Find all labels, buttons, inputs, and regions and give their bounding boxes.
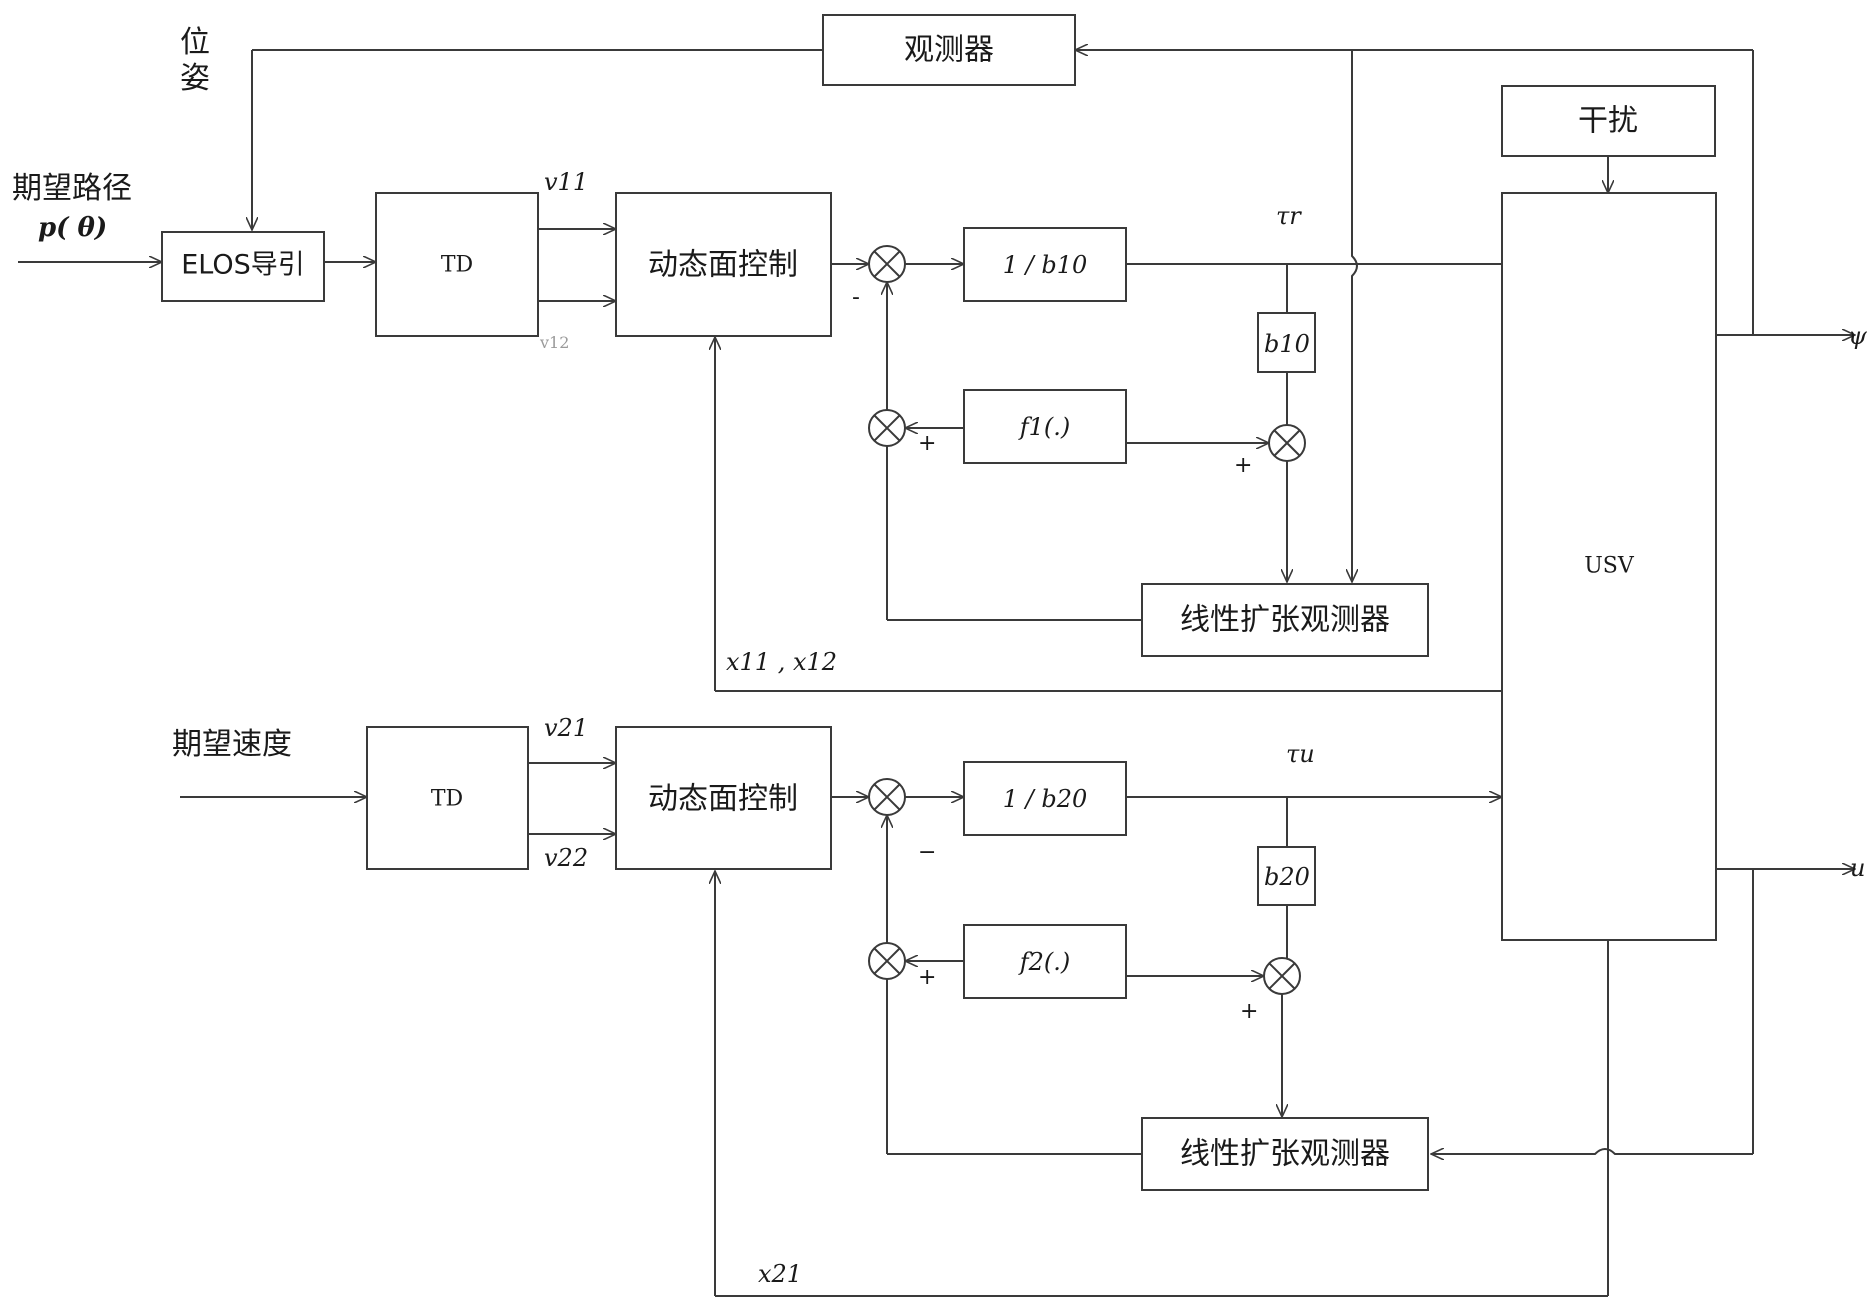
svg-text:b10: b10 — [1264, 330, 1310, 358]
desired-path-label: 期望路径 — [12, 171, 132, 206]
usv-box: USV — [1501, 192, 1717, 941]
f1-box: f1(.) — [963, 389, 1127, 464]
summing-junction-bottom-leso — [1263, 957, 1301, 995]
leso-box-top: 线性扩张观测器 — [1141, 583, 1429, 657]
x11-x12-label: x11 , x12 — [726, 648, 837, 676]
v12-label: v12 — [539, 333, 569, 352]
summing-junction-bottom-main — [868, 778, 906, 816]
summing-junction-bottom-feedback — [868, 942, 906, 980]
elos-guidance-box: ELOS导引 — [161, 231, 325, 302]
plus-sign-f2-right: + — [1240, 999, 1258, 1024]
pose-label-2: 姿 — [180, 61, 210, 96]
plus-sign-f1-right: + — [1234, 453, 1252, 478]
b10-box: b10 — [1257, 312, 1316, 373]
v22-label: v22 — [544, 844, 588, 872]
svg-text:TD: TD — [441, 253, 473, 278]
x21-label: x21 — [758, 1260, 802, 1288]
svg-text:干扰: 干扰 — [1578, 104, 1638, 139]
td-box-top: TD — [375, 192, 539, 337]
v21-label: v21 — [544, 714, 588, 742]
svg-text:1 / b20: 1 / b20 — [1003, 785, 1088, 813]
minus-sign-top: - — [852, 285, 860, 310]
svg-text:1 / b10: 1 / b10 — [1003, 251, 1088, 279]
svg-text:观测器: 观测器 — [904, 33, 994, 68]
tau-u-label: τu — [1286, 740, 1315, 768]
svg-text:线性扩张观测器: 线性扩张观测器 — [1180, 1137, 1390, 1172]
svg-text:线性扩张观测器: 线性扩张观测器 — [1180, 603, 1390, 638]
v11-label: v11 — [544, 168, 588, 196]
svg-text:ELOS导引: ELOS导引 — [181, 250, 305, 281]
tau-r-label: τr — [1276, 202, 1302, 230]
pose-label-1: 位 — [180, 25, 210, 60]
summing-junction-top-leso — [1268, 424, 1306, 462]
desired-speed-label: 期望速度 — [172, 727, 292, 762]
plus-sign-f2-left: + — [918, 965, 936, 990]
summing-junction-top-feedback — [868, 409, 906, 447]
plus-sign-f1-left: + — [918, 431, 936, 456]
inv-b20-box: 1 / b20 — [963, 761, 1127, 836]
svg-text:b20: b20 — [1264, 863, 1310, 891]
psi-output-label: ψ — [1848, 322, 1868, 350]
minus-sign-bottom: − — [918, 840, 936, 865]
observer-box: 观测器 — [822, 14, 1076, 86]
dynamic-surface-control-bottom: 动态面控制 — [615, 726, 832, 870]
leso-top-usv-input — [1352, 50, 1357, 582]
svg-text:TD: TD — [431, 787, 463, 812]
summing-junction-top-main — [868, 245, 906, 283]
u-output-label: u — [1850, 854, 1865, 882]
svg-text:f2(.): f2(.) — [1018, 948, 1071, 976]
leso-box-bottom: 线性扩张观测器 — [1141, 1117, 1429, 1191]
svg-text:动态面控制: 动态面控制 — [648, 782, 798, 817]
svg-text:f1(.): f1(.) — [1018, 413, 1071, 441]
f2-box: f2(.) — [963, 924, 1127, 999]
td-box-bottom: TD — [366, 726, 529, 870]
inv-b10-box: 1 / b10 — [963, 227, 1127, 302]
u-feedback-line — [1431, 1149, 1753, 1154]
svg-text:USV: USV — [1584, 554, 1635, 579]
disturbance-box: 干扰 — [1501, 85, 1716, 157]
svg-text:动态面控制: 动态面控制 — [648, 248, 798, 283]
path-symbol: p( θ) — [38, 213, 107, 243]
dynamic-surface-control-top: 动态面控制 — [615, 192, 832, 337]
b20-box: b20 — [1257, 846, 1316, 906]
